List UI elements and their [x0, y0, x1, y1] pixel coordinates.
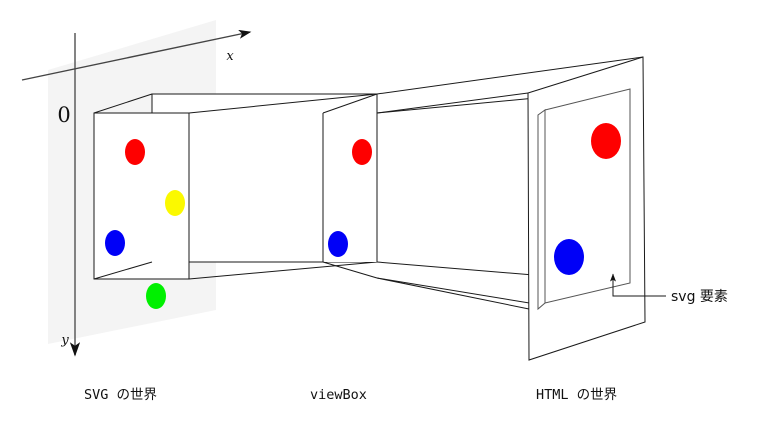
svg-world-yellow-circle	[165, 190, 185, 216]
svg-box-edge-bottom-left	[93, 261, 153, 280]
html-world-group	[527, 56, 646, 361]
svg-element-callout-label: svg 要素	[671, 289, 728, 305]
origin-label: 0	[57, 103, 70, 127]
svg-box-edge-top-right	[188, 93, 378, 114]
viewbox-group	[322, 93, 378, 279]
svg-world-group: x y 0	[21, 20, 378, 357]
html-world-blue-circle	[554, 239, 584, 275]
svg-element-callout-leader	[610, 273, 666, 297]
y-axis-label: y	[60, 333, 69, 348]
svg-world-box-back-face	[152, 94, 377, 262]
svg-world-blue-circle	[105, 230, 125, 256]
caption-html-world: HTML の世界	[536, 387, 617, 403]
svg-element-side-edge	[538, 110, 545, 309]
frustum-edge-top-back	[376, 56, 644, 95]
svg-element-callout-group: svg 要素	[610, 273, 728, 305]
svg-element-panel	[545, 89, 630, 303]
viewbox-bottom-bevel	[322, 261, 378, 279]
svg-world-green-circle	[146, 283, 166, 309]
x-axis-label: x	[226, 49, 234, 64]
svg-box-edge-top-left	[93, 93, 153, 114]
viewbox-top-bevel	[322, 93, 378, 114]
frustum-guide-bottom	[376, 277, 530, 310]
svg-world-red-circle	[125, 139, 145, 165]
viewbox-blue-circle	[328, 231, 348, 257]
svg-element-panel-outline	[544, 88, 631, 304]
svg-box-edge-bottom-right	[188, 261, 378, 280]
x-axis-line	[21, 29, 252, 81]
caption-viewbox: viewBox	[310, 387, 367, 403]
frustum-guide-top	[376, 92, 529, 114]
html-world-red-circle	[591, 123, 621, 159]
caption-svg-world: SVG の世界	[84, 387, 157, 403]
viewbox-red-circle	[352, 139, 372, 165]
html-page-panel-outline	[527, 56, 646, 361]
